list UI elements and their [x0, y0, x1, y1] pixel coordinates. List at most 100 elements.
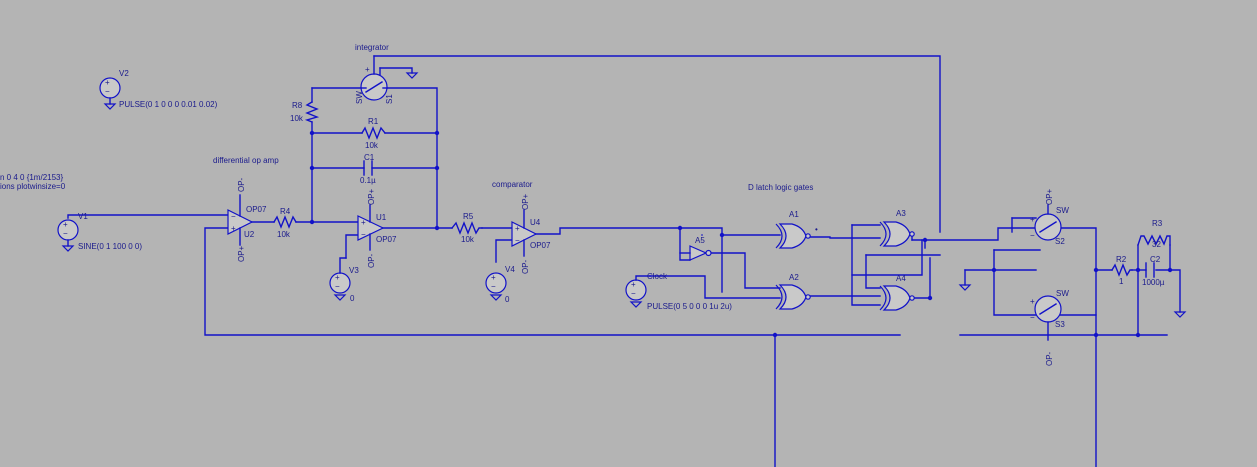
r1-label: R1 — [368, 117, 379, 126]
gate-a4[interactable]: A4 — [879, 274, 915, 311]
r3-label: R3 — [1152, 219, 1163, 228]
a1-label: A1 — [789, 210, 799, 219]
svg-text:−: − — [1030, 231, 1035, 240]
resistor-r5[interactable]: R5 10k — [451, 212, 483, 244]
v4-label: V4 — [505, 265, 515, 274]
svg-text:−: − — [631, 289, 636, 298]
u4-model: OP07 — [530, 241, 551, 250]
r5-value: 10k — [461, 235, 475, 244]
u4-pin-bottom: OP- — [521, 259, 530, 274]
a3-label: A3 — [896, 209, 906, 218]
c1-label: C1 — [364, 153, 375, 162]
r8-value: 10k — [290, 114, 304, 123]
svg-text:+: + — [491, 273, 496, 282]
resistor-r2[interactable]: R2 1 — [1111, 255, 1133, 286]
s3-model: SW — [1056, 289, 1069, 298]
svg-text:+: + — [515, 224, 520, 233]
s2-model: SW — [1056, 206, 1069, 215]
svg-text:−: − — [63, 229, 68, 238]
voltage-source-v1[interactable]: + − V1 SINE(0 1 100 0 0) — [57, 212, 142, 252]
comment-comparator: comparator — [492, 180, 533, 189]
u2-model: OP07 — [246, 205, 267, 214]
u4-label: U4 — [530, 218, 541, 227]
gate-a3[interactable]: A3 — [879, 209, 915, 247]
spice-directive-tran[interactable]: n 0 4 0 {1m/2153} — [0, 173, 63, 182]
comment-differential: differential op amp — [213, 156, 279, 165]
u1-model: OP07 — [376, 235, 397, 244]
c1-value: 0.1µ — [360, 176, 376, 185]
clock-value: PULSE(0 5 0 0 0 1u 2u) — [647, 302, 732, 311]
u1-pin-bottom: OP- — [367, 253, 376, 268]
svg-text:+: + — [361, 218, 366, 227]
r4-value: 10k — [277, 230, 291, 239]
v1-value: SINE(0 1 100 0 0) — [78, 242, 142, 251]
voltage-source-clock[interactable]: + − Clock PULSE(0 5 0 0 0 1u 2u) — [625, 272, 732, 311]
capacitor-c2[interactable]: C2 1000µ — [1142, 255, 1165, 287]
svg-text:•: • — [815, 225, 818, 234]
s2-label: S2 — [1055, 237, 1065, 246]
junction-dots — [309, 130, 1173, 338]
s1-label: S1 — [385, 94, 394, 104]
c2-value: 1000µ — [1142, 278, 1165, 287]
voltage-source-v4[interactable]: + − V4 0 — [485, 265, 515, 304]
c2-label: C2 — [1150, 255, 1161, 264]
svg-text:+: + — [63, 220, 68, 229]
a5-label: A5 — [695, 236, 705, 245]
spice-directive-options[interactable]: ions plotwinsize=0 — [0, 182, 66, 191]
svg-text:−: − — [1030, 313, 1035, 322]
svg-text:−: − — [515, 236, 520, 245]
v2-label: V2 — [119, 69, 129, 78]
v2-value: PULSE(0 1 0 0 0 0.01 0.02) — [119, 100, 218, 109]
wires — [67, 55, 1181, 467]
opamp-u1[interactable]: + − U1 OP07 OP+ OP- — [357, 188, 397, 268]
capacitor-c1[interactable]: C1 0.1µ — [360, 153, 376, 185]
svg-text:−: − — [231, 212, 236, 221]
switch-s2[interactable]: + − SW S2 OP+ — [1030, 188, 1069, 246]
svg-text:−: − — [335, 282, 340, 291]
gate-a2[interactable]: A2 — [775, 273, 811, 310]
gate-a5-inverter[interactable]: A5 — [679, 236, 712, 261]
s3-pin-bottom: OP- — [1045, 351, 1054, 366]
r8-label: R8 — [292, 101, 303, 110]
svg-text:+: + — [365, 65, 370, 74]
opamp-u2[interactable]: − + OP07 U2 OP- OP+ — [227, 177, 267, 262]
r2-label: R2 — [1116, 255, 1127, 264]
svg-text:+: + — [1030, 215, 1035, 224]
a2-label: A2 — [789, 273, 799, 282]
r2-value: 1 — [1119, 277, 1124, 286]
s3-label: S3 — [1055, 320, 1065, 329]
clock-label: Clock — [647, 272, 668, 281]
v1-label: V1 — [78, 212, 88, 221]
resistor-r8[interactable]: R8 10k — [290, 101, 320, 123]
resistor-r4[interactable]: R4 10k — [273, 207, 297, 239]
u2-pin-top: OP- — [237, 177, 246, 192]
ground-s1 — [405, 72, 419, 79]
comment-dlatch: D latch logic gates — [748, 183, 813, 192]
voltage-source-v2[interactable]: + − V2 PULSE(0 1 0 0 0 0.01 0.02) — [99, 69, 218, 110]
gate-a1[interactable]: A1 • — [775, 210, 818, 249]
voltage-source-v3[interactable]: + − V3 0 — [329, 257, 359, 303]
v4-value: 0 — [505, 295, 510, 304]
u2-label: U2 — [244, 230, 255, 239]
s2-pin-top: OP+ — [1045, 188, 1054, 205]
r5-label: R5 — [463, 212, 474, 221]
r4-label: R4 — [280, 207, 291, 216]
opamp-u4[interactable]: + − U4 OP07 OP+ OP- — [511, 193, 551, 274]
switch-s1[interactable]: + SW S1 — [355, 55, 394, 104]
u1-label: U1 — [376, 213, 387, 222]
resistor-r1[interactable]: R1 10k — [361, 117, 386, 150]
resistor-r3[interactable]: R3 32 — [1137, 219, 1171, 249]
v3-value: 0 — [350, 294, 355, 303]
u1-pin-top: OP+ — [367, 188, 376, 205]
svg-text:−: − — [491, 282, 496, 291]
switch-s3[interactable]: + − SW S3 OP- — [1030, 289, 1069, 366]
u2-pin-bottom: OP+ — [237, 245, 246, 262]
ground-s2 — [958, 284, 972, 291]
svg-text:+: + — [631, 280, 636, 289]
svg-text:+: + — [335, 273, 340, 282]
comment-integrator: integrator — [355, 43, 389, 52]
u4-pin-top: OP+ — [521, 193, 530, 210]
svg-text:+: + — [231, 224, 236, 233]
svg-text:−: − — [105, 87, 110, 96]
